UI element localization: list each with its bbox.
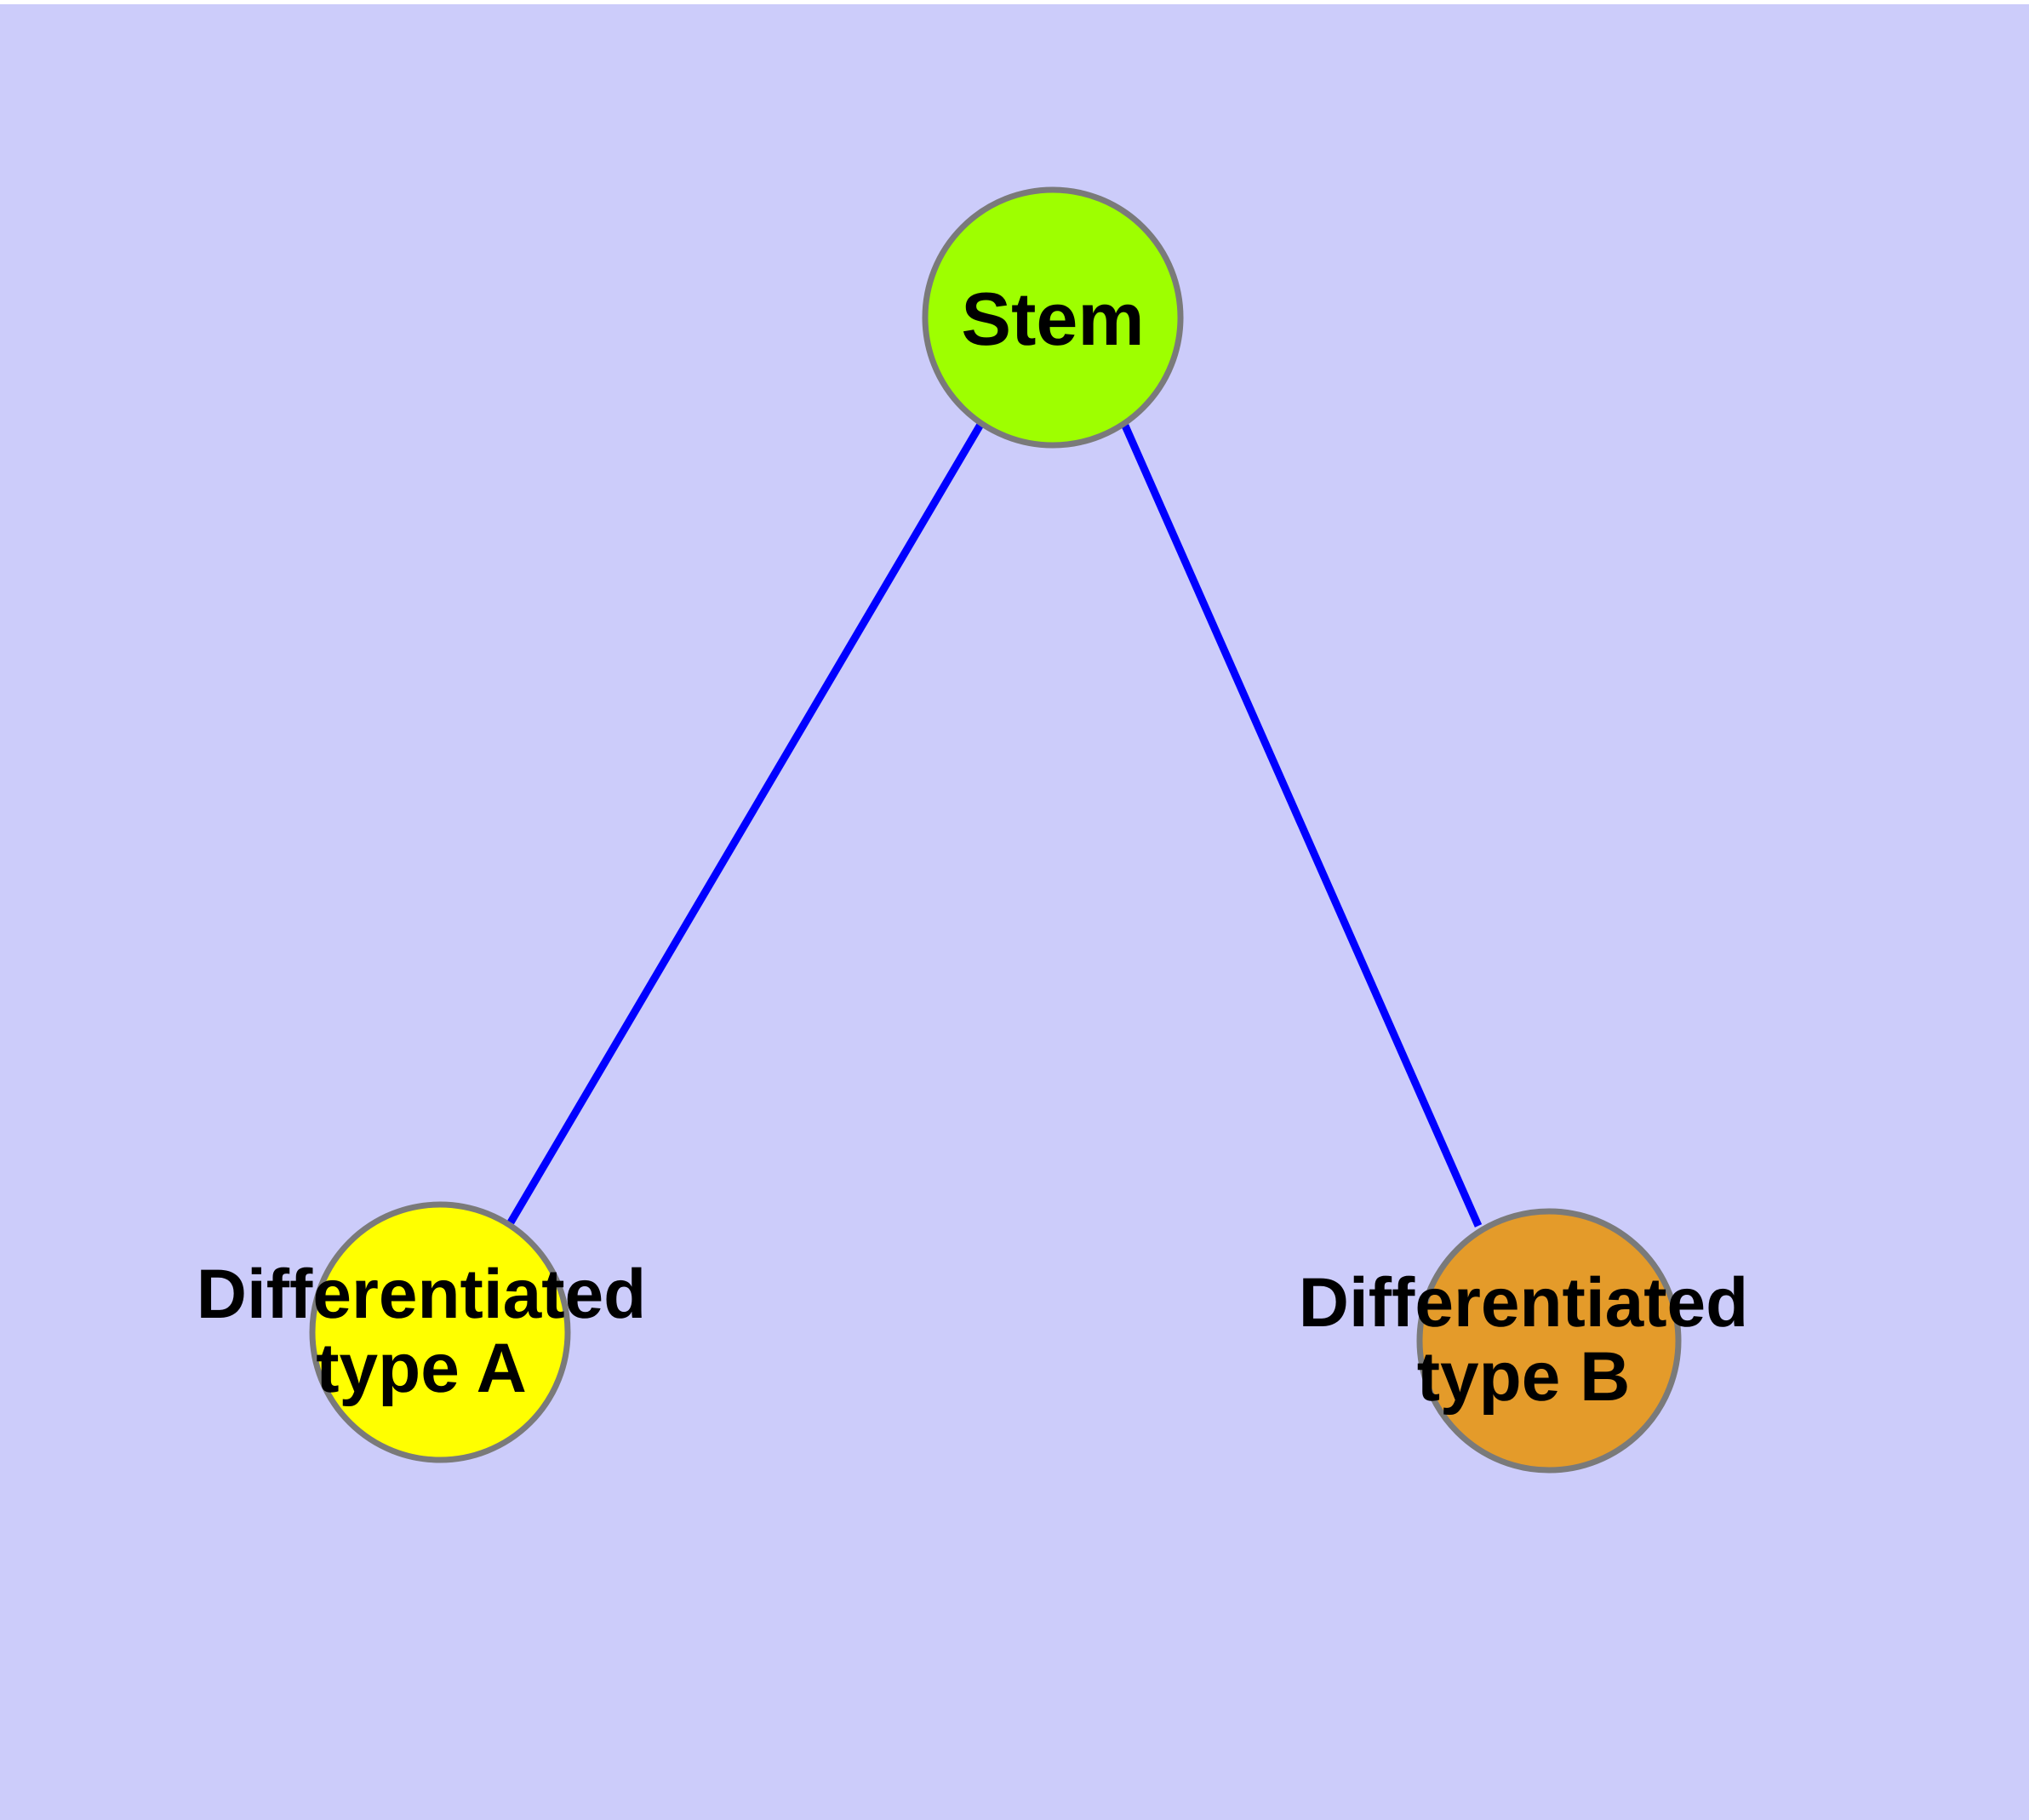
edge-stem-to-differentiated-type-b[interactable] [1121, 424, 1483, 1228]
graph-svg [309, 186, 1682, 1474]
edge-group [507, 421, 1483, 1228]
graph-surface: Stem Differentiated type A Differentiate… [0, 4, 2029, 1820]
node-group [309, 186, 1682, 1474]
node-circle-stem[interactable] [922, 186, 1184, 449]
node-circle-differentiated-type-b[interactable] [1416, 1208, 1682, 1474]
edge-stem-to-differentiated-type-a[interactable] [507, 421, 985, 1225]
node-circle-differentiated-type-a[interactable] [309, 1201, 571, 1463]
